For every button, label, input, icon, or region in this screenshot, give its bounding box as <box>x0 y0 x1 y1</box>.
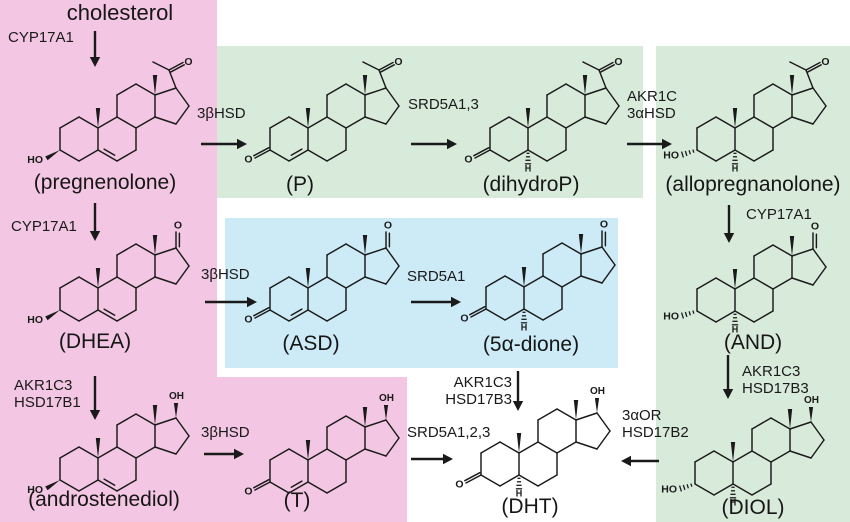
svg-text:O: O <box>394 56 402 68</box>
compound-label-t: (T) <box>283 489 311 512</box>
structure-dihydrop: O H O <box>449 53 637 180</box>
svg-text:O: O <box>460 313 468 325</box>
compound-label-asd: (ASD) <box>282 332 340 355</box>
compound-label-5a-dione: (5α-dione) <box>482 333 580 356</box>
svg-text:HO: HO <box>663 150 679 162</box>
arrow-cholesterol-to-pregnenolone <box>89 31 101 67</box>
blue-region-middle <box>225 218 618 368</box>
arrow-dhea-to-androstenediol <box>89 376 101 420</box>
arrow-pregnenolone-to-dhea <box>89 203 101 241</box>
arrow-t-to-dht <box>411 453 453 465</box>
compound-label-p: (P) <box>286 173 314 196</box>
structure-diol: HO H OH <box>654 387 842 514</box>
arrow-allopregnanolone-to-and <box>723 205 735 243</box>
svg-text:O: O <box>384 220 392 232</box>
compound-label-diol: (DIOL) <box>721 496 785 519</box>
figure-title: cholesterol <box>66 0 174 25</box>
structure-dhea: HO O <box>19 213 207 340</box>
enzyme-akr1c3-hsd17b3-right: AKR1C3 HSD17B3 <box>742 363 809 397</box>
svg-text:HO: HO <box>661 484 677 496</box>
green-region-right <box>656 46 850 522</box>
compound-label-and: (AND) <box>723 331 783 354</box>
arrow-asd-to-5a-dione <box>411 296 461 308</box>
compound-label-dht: (DHT) <box>501 495 559 518</box>
svg-text:HO: HO <box>27 484 43 496</box>
svg-text:O: O <box>821 56 829 68</box>
svg-text:H: H <box>521 323 528 333</box>
svg-text:O: O <box>244 154 252 166</box>
svg-text:O: O <box>614 56 622 68</box>
svg-text:O: O <box>244 314 252 326</box>
structure-pregnenolone: HO O <box>19 53 207 180</box>
enzyme-cyp17a1-top: CYP17A1 <box>8 29 74 46</box>
svg-text:OH: OH <box>169 391 184 402</box>
enzyme-cyp17a1-left: CYP17A1 <box>11 218 77 235</box>
structure-t: O OH <box>229 385 417 512</box>
svg-text:O: O <box>174 220 182 232</box>
svg-text:O: O <box>244 486 252 498</box>
arrow-dhea-to-asd <box>205 296 257 308</box>
green-region-top <box>217 46 643 198</box>
svg-text:H: H <box>525 164 532 174</box>
enzyme-3bhsd-row1: 3βHSD <box>197 105 246 122</box>
compound-label-dhea: (DHEA) <box>58 330 132 353</box>
svg-text:O: O <box>600 219 608 231</box>
arrow-p-to-dihydrop <box>411 138 457 150</box>
compound-label-pregnenolone: (pregnenolone) <box>33 171 177 194</box>
arrow-and-to-diol <box>722 355 734 399</box>
svg-text:H: H <box>732 325 739 335</box>
arrow-5a-dione-to-dht <box>512 371 524 411</box>
structure-androstenediol: HO OH <box>19 383 207 510</box>
arrow-pregnenolone-to-p <box>201 138 247 150</box>
enzyme-akr1c3-hsd17b3-mid: AKR1C3 HSD17B3 <box>445 374 512 408</box>
svg-text:OH: OH <box>379 393 394 404</box>
svg-text:H: H <box>516 489 523 499</box>
svg-text:HO: HO <box>27 314 43 326</box>
compound-label-dihydrop: (dihydroP) <box>482 173 580 196</box>
svg-text:O: O <box>811 221 819 233</box>
enzyme-3bhsd-row2: 3βHSD <box>201 266 250 283</box>
enzyme-srd5a1: SRD5A1 <box>407 268 466 285</box>
enzyme-srd5a123: SRD5A1,2,3 <box>407 424 491 441</box>
svg-text:H: H <box>730 498 737 508</box>
enzyme-srd5a13: SRD5A1,3 <box>408 96 479 113</box>
svg-text:HO: HO <box>663 311 679 323</box>
pink-region-bottom <box>0 377 407 522</box>
enzyme-3bhsd-row3: 3βHSD <box>201 424 250 441</box>
svg-text:O: O <box>184 56 192 68</box>
svg-text:OH: OH <box>804 395 819 406</box>
svg-text:O: O <box>455 479 463 491</box>
arrow-dihydrop-to-allopregnanolone <box>627 138 672 150</box>
svg-text:HO: HO <box>27 154 43 166</box>
compound-label-androstenediol: (androstenediol) <box>28 488 180 511</box>
enzyme-3aor-hsd17b2: 3αOR HSD17B2 <box>622 407 689 441</box>
structure-5a-dione: O H O <box>445 212 633 339</box>
enzyme-akr1c-3ahsd: AKR1C 3αHSD <box>627 88 678 122</box>
enzyme-akr1c3-hsd17b1: AKR1C3 HSD17B1 <box>14 377 81 411</box>
svg-text:O: O <box>464 154 472 166</box>
svg-text:H: H <box>732 164 739 174</box>
enzyme-cyp17a1-right: CYP17A1 <box>746 206 812 223</box>
svg-text:OH: OH <box>590 386 605 397</box>
compound-label-allopregnanolone: (allopregnanolone) <box>665 173 841 196</box>
arrow-diol-to-dht <box>621 455 659 467</box>
arrow-androstenediol-to-t <box>204 448 244 460</box>
